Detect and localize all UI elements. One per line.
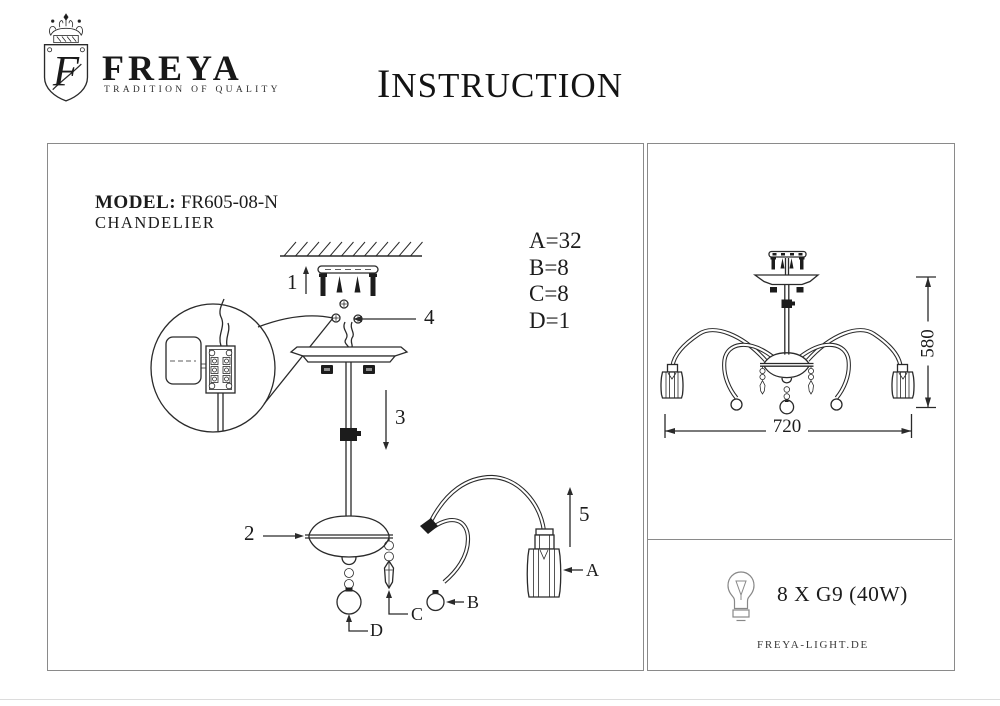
power-wires	[343, 321, 354, 349]
crest-shield	[43, 44, 89, 102]
callout-step-4: 4	[424, 305, 435, 329]
fv-ball-right	[830, 398, 843, 411]
model-label: MODEL:	[95, 192, 177, 213]
website: FREYA-LIGHT.DE	[757, 639, 869, 651]
leader-step-4	[353, 316, 416, 322]
fv-mounting-bracket	[768, 250, 807, 275]
crystal-chain-d	[341, 556, 357, 592]
scan-edge-line	[0, 699, 1000, 700]
pendant-chain-c	[383, 538, 395, 590]
detail-balloon	[150, 298, 334, 433]
count-c: C=8	[529, 281, 569, 306]
leader-step-2	[263, 533, 304, 539]
leader-part-b	[446, 599, 464, 605]
balloon-rod	[217, 393, 224, 431]
fv-center-crystals	[779, 377, 795, 415]
fv-canopy	[752, 274, 820, 293]
central-body	[305, 515, 393, 558]
fv-rod	[784, 285, 790, 357]
page-title: INSTRUCTION	[377, 61, 623, 106]
count-d: D=1	[529, 307, 571, 333]
leader-part-a	[563, 567, 583, 573]
leader-part-c	[386, 590, 408, 615]
panel-divider	[648, 539, 952, 540]
callout-part-c: C	[411, 604, 424, 624]
freya-crest-logo: F	[43, 13, 89, 102]
brand-tagline: TRADITION OF QUALITY	[104, 85, 281, 95]
terminal-block	[205, 345, 236, 394]
count-b: B=8	[529, 254, 569, 280]
arm-attach-clamp	[420, 518, 438, 534]
arm-outer	[429, 474, 547, 532]
front-view-diagram	[660, 250, 936, 438]
leader-step-5	[567, 487, 573, 547]
callout-step-3: 3	[395, 405, 406, 429]
crystal-ball-b	[426, 590, 445, 612]
callout-part-d: D	[370, 620, 383, 640]
height-dimension-label: 580	[918, 321, 939, 366]
dimensions-panel	[647, 143, 955, 671]
fv-body	[760, 352, 814, 379]
fv-side-pendants	[759, 366, 815, 395]
junction-box	[165, 336, 206, 385]
fv-rod-adjuster	[781, 299, 795, 308]
count-a: A=32	[529, 228, 582, 253]
fv-inner-arms	[722, 342, 851, 400]
leader-part-d	[346, 614, 368, 632]
callout-step-5: 5	[579, 502, 590, 526]
crest-crown	[49, 17, 83, 36]
canopy-nuts	[321, 365, 375, 374]
brand-wordmark: FREYA	[102, 48, 243, 88]
product-type: CHANDELIER	[95, 213, 216, 232]
model-line: MODEL: FR605-08-N	[95, 193, 278, 212]
hardware-counts: A=32 B=8 C=8 D=1	[529, 228, 582, 334]
leader-step-3	[383, 390, 389, 450]
callout-part-b: B	[467, 592, 480, 612]
balloon-wire	[219, 298, 225, 347]
center-rod	[345, 362, 352, 521]
fv-ball-left	[730, 398, 743, 411]
callout-step-2: 2	[244, 521, 255, 545]
model-value: FR605-08-N	[180, 192, 278, 213]
crest-monogram: F	[52, 49, 80, 96]
shade-a	[526, 528, 562, 598]
arm-inner	[426, 518, 471, 584]
fv-shade-left	[660, 363, 684, 399]
crest-banner	[53, 35, 79, 44]
bulb-icon	[727, 571, 755, 622]
assembly-diagram	[150, 241, 583, 632]
rod-adjuster	[340, 428, 361, 441]
mounting-bracket	[317, 265, 379, 296]
leader-step-1	[303, 266, 309, 294]
canopy	[289, 346, 409, 363]
callout-part-a: A	[586, 560, 599, 580]
bulb-spec: 8 X G9 (40W)	[777, 582, 908, 606]
ceiling-hatch	[280, 241, 423, 257]
fv-shade-right	[891, 363, 915, 399]
crystal-ball-d	[336, 589, 362, 615]
callout-step-1: 1	[287, 270, 298, 294]
width-dimension-label: 720	[766, 417, 808, 436]
